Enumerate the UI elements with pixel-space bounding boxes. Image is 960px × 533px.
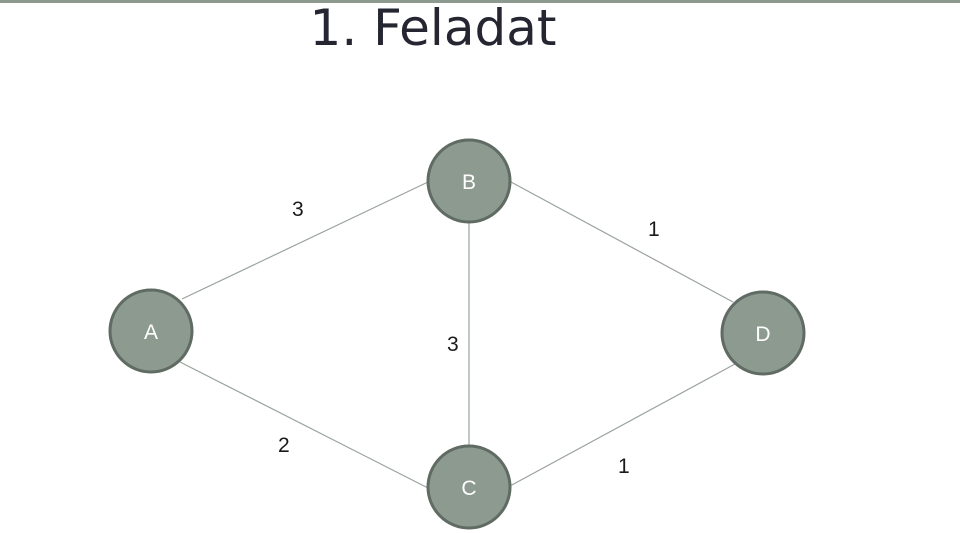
slide-title: 1. Feladat <box>309 0 557 57</box>
edge-c-d <box>509 363 736 487</box>
node-b-label: B <box>462 171 476 194</box>
edge-weight-c-d: 1 <box>618 455 630 478</box>
edge-weight-a-b: 3 <box>292 198 304 221</box>
top-rule <box>0 0 960 3</box>
edge-b-d <box>510 181 734 303</box>
node-a-label: A <box>144 321 158 344</box>
node-d-label: D <box>755 323 770 346</box>
edge-weight-a-c: 2 <box>278 434 290 457</box>
node-c: C <box>426 444 512 530</box>
edge-a-c <box>179 361 429 489</box>
edge-a-b <box>181 181 429 300</box>
edge-weight-b-c: 3 <box>447 333 459 356</box>
edge-weight-b-d: 1 <box>648 218 660 241</box>
node-a: A <box>108 288 194 374</box>
node-c-label: C <box>461 477 476 500</box>
node-b: B <box>426 138 512 224</box>
node-d: D <box>720 290 806 376</box>
